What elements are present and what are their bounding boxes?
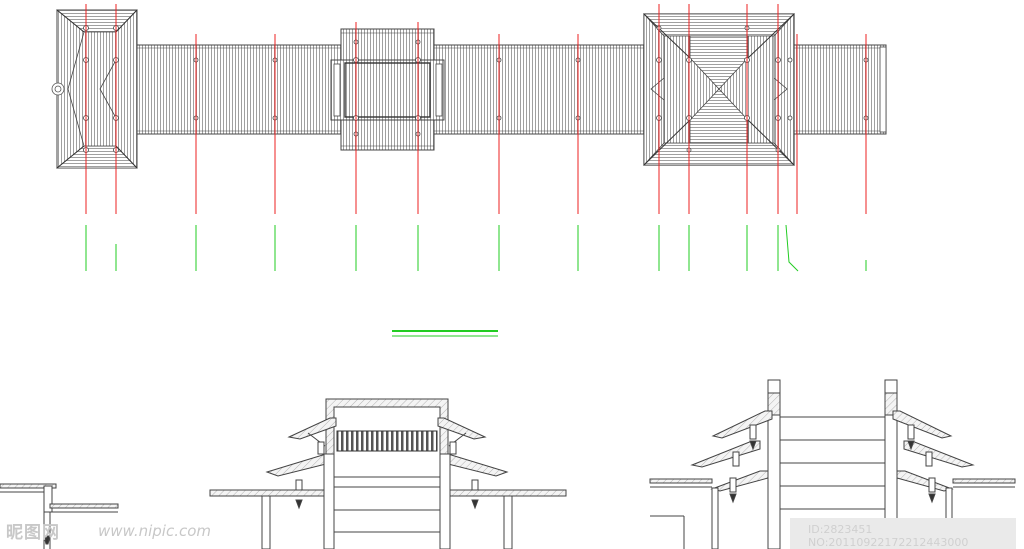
left-section-fragment	[0, 483, 119, 549]
corridor-roof-middle	[433, 44, 645, 135]
watermark-logo: 昵图网	[6, 523, 60, 543]
watermark-id: ID:2823451 NO:20110922172212443000	[808, 523, 969, 549]
right-pavilion-section	[649, 379, 1016, 549]
center-gate-section	[209, 398, 567, 549]
roof-plan	[51, 4, 887, 337]
corridor-roof-right	[793, 44, 887, 135]
right-pavilion-roof	[643, 12, 795, 167]
corridor-roof-left	[136, 44, 342, 135]
dimension-lines	[85, 224, 867, 337]
center-gate-roof	[330, 28, 445, 151]
left-pavilion-roof	[51, 9, 138, 169]
watermark-url: www.nipic.com	[98, 522, 212, 540]
axis-lines	[85, 4, 867, 214]
